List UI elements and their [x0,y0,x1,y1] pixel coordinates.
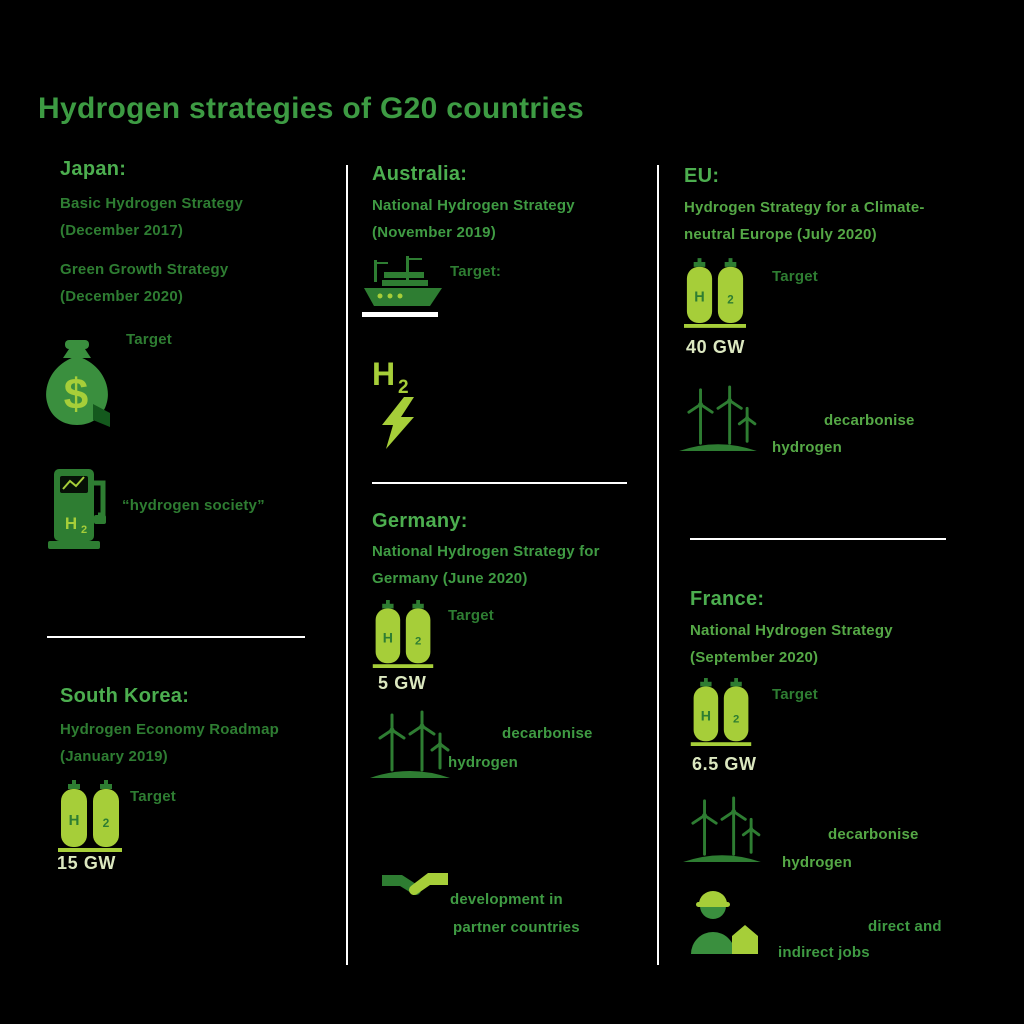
australia-heading: Australia: [372,163,468,185]
eu-capacity: 40 GW [686,337,746,357]
tank-2-glyph: 2 [733,713,739,725]
australia-strategy-line2: (November 2019) [372,224,496,241]
tank-2-glyph: 2 [727,294,733,307]
germany-decarbonise-line1: decarbonise [502,725,593,742]
australia-germany-divider [372,482,627,484]
column-divider-right [657,165,659,965]
tank-2-glyph: 2 [103,816,110,830]
dollar-glyph: $ [64,370,88,419]
hydrogen-tanks-icon: H 2 [372,600,434,668]
tank-2-glyph: 2 [415,635,421,647]
japan-strategy1-line1: Basic Hydrogen Strategy [60,195,243,212]
tank-h-glyph: H [383,631,393,647]
south-korea-target-label: Target [130,788,176,805]
japan-korea-divider [47,636,305,638]
japan-strategy2-line2: (December 2020) [60,288,184,305]
construction-worker-icon [688,880,760,954]
h2-lightning-icon: H 2 [370,355,428,450]
section-france: France: National Hydrogen Strategy (Sept… [672,588,992,978]
eu-france-divider [690,538,946,540]
section-japan: Japan: Basic Hydrogen Strategy (December… [38,155,338,625]
germany-partners-line1: development in [450,891,563,908]
column-divider-left [346,165,348,965]
eu-strategy-line2: neutral Europe (July 2020) [684,226,877,243]
australia-target-label: Target: [450,263,502,280]
wind-turbines-icon [678,385,758,451]
eu-decarbonise-line1: decarbonise [824,412,915,429]
wind-turbines-icon [370,710,450,778]
tank-h-glyph: H [69,812,80,829]
france-jobs-line2: indirect jobs [778,944,870,961]
germany-capacity: 5 GW [378,673,427,693]
tank-h-glyph: H [694,290,704,306]
australia-strategy-line1: National Hydrogen Strategy [372,197,575,214]
france-jobs-line1: direct and [868,918,942,935]
eu-strategy-line1: Hydrogen Strategy for a Climate- [684,199,925,216]
france-heading: France: [690,588,765,610]
south-korea-strategy-line2: (January 2019) [60,748,168,765]
france-decarbonise-line2: hydrogen [782,854,852,871]
page-title: Hydrogen strategies of G20 countries [38,92,584,125]
hydrogen-tanks-icon: H 2 [690,678,752,746]
hydrogen-fuel-pump-icon: H 2 [48,467,112,549]
south-korea-capacity: 15 GW [57,853,117,873]
france-target-label: Target [772,686,818,703]
tank-h-glyph: H [701,709,711,725]
japan-strategy1-line2: (December 2017) [60,222,184,239]
south-korea-heading: South Korea: [60,685,190,707]
hydrogen-tanks-icon: H 2 [57,780,123,852]
germany-target-label: Target [448,607,494,624]
money-bag-icon: $ [38,330,116,428]
section-eu: EU: Hydrogen Strategy for a Climate- neu… [672,165,982,485]
eu-heading: EU: [684,165,720,187]
eu-target-label: Target [772,268,818,285]
germany-strategy-line1: National Hydrogen Strategy for [372,543,600,560]
germany-decarbonise-line2: hydrogen [448,754,518,771]
eu-decarbonise-line2: hydrogen [772,439,842,456]
south-korea-strategy-line1: Hydrogen Economy Roadmap [60,721,279,738]
h2-h-glyph: H [372,356,395,392]
export-ship-icon [362,256,444,322]
section-germany: Germany: National Hydrogen Strategy for … [360,510,650,950]
pump-h-glyph: H [65,514,77,533]
h2-2-glyph: 2 [398,377,409,398]
germany-heading: Germany: [372,510,468,532]
japan-heading: Japan: [60,158,127,180]
japan-society-label: “hydrogen society” [122,497,265,514]
germany-partners-line2: partner countries [453,919,580,936]
section-south-korea: South Korea: Hydrogen Economy Roadmap (J… [38,685,338,895]
japan-target-label: Target [126,331,172,348]
handshake-icon [382,865,448,909]
germany-strategy-line2: Germany (June 2020) [372,570,528,587]
pump-2-glyph: 2 [81,524,87,536]
france-strategy-line1: National Hydrogen Strategy [690,622,893,639]
japan-strategy2-line1: Green Growth Strategy [60,261,229,278]
section-australia: Australia: National Hydrogen Strategy (N… [360,163,650,463]
hydrogen-tanks-icon: H 2 [684,258,746,328]
france-decarbonise-line1: decarbonise [828,826,919,843]
france-strategy-line2: (September 2020) [690,649,819,666]
france-capacity: 6.5 GW [692,754,757,774]
wind-turbines-icon [682,796,762,862]
